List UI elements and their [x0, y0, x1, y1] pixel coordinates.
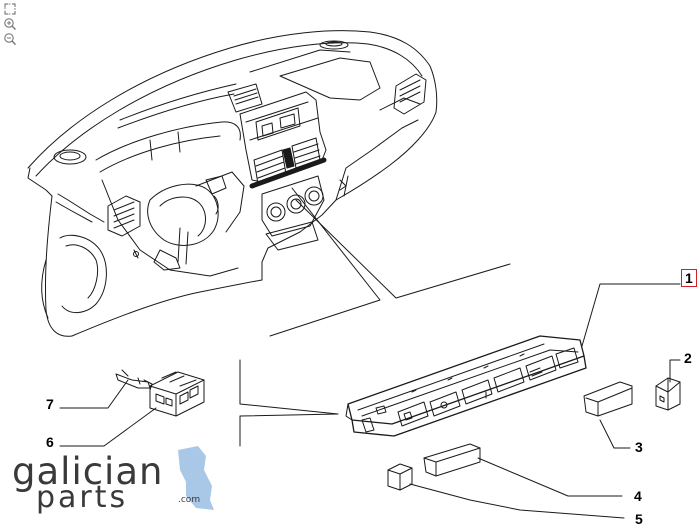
- dashboard-illustration: [27, 30, 438, 337]
- fit-to-window-icon: [4, 3, 16, 15]
- zoom-out-icon: [4, 33, 16, 45]
- watermark-suffix: .com: [178, 495, 200, 505]
- part-2-switch: [655, 377, 681, 411]
- callout-1[interactable]: 1: [681, 269, 697, 287]
- callout-7[interactable]: 7: [46, 396, 54, 412]
- watermark-map-shape: [178, 446, 214, 510]
- part-5-cap: [387, 463, 413, 491]
- fit-to-window-button[interactable]: [3, 2, 17, 16]
- callout-2[interactable]: 2: [684, 350, 692, 366]
- callout-4[interactable]: 4: [634, 488, 642, 504]
- zoom-out-button[interactable]: [3, 32, 17, 46]
- callout-6[interactable]: 6: [46, 434, 54, 450]
- part-3-cover: [583, 381, 633, 417]
- part-4-blank: [423, 443, 481, 477]
- callout-3[interactable]: 3: [635, 439, 643, 455]
- part-6-connector: [149, 371, 205, 417]
- part-7-terminal: [115, 369, 153, 391]
- watermark-line1: galician: [12, 450, 163, 493]
- watermark-line2: parts: [36, 480, 128, 515]
- zoom-in-icon: [4, 18, 16, 30]
- leader-lines: [59, 187, 681, 519]
- zoom-in-button[interactable]: [3, 17, 17, 31]
- zoom-toolbar: [3, 2, 19, 46]
- switch-panel-assembly: [345, 335, 587, 437]
- callout-5[interactable]: 5: [635, 511, 643, 527]
- watermark-logo: galician parts .com: [12, 446, 214, 515]
